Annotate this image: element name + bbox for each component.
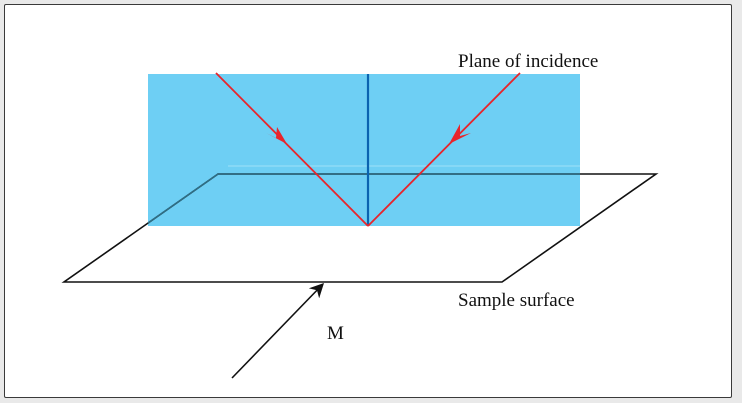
incident-beam-arrow: [266, 127, 287, 144]
m-arrow: [231, 282, 325, 379]
m-label: M: [327, 323, 344, 344]
incident-beam: [215, 72, 369, 227]
sample-surface-label: Sample surface: [458, 290, 575, 311]
plane-of-incidence: [148, 74, 580, 226]
reflected-beam-arrow: [449, 124, 471, 144]
plane-of-incidence-label: Plane of incidence: [458, 51, 598, 72]
sample-surface-hidden-edge-left: [147, 173, 219, 224]
reflected-beam: [367, 72, 521, 227]
